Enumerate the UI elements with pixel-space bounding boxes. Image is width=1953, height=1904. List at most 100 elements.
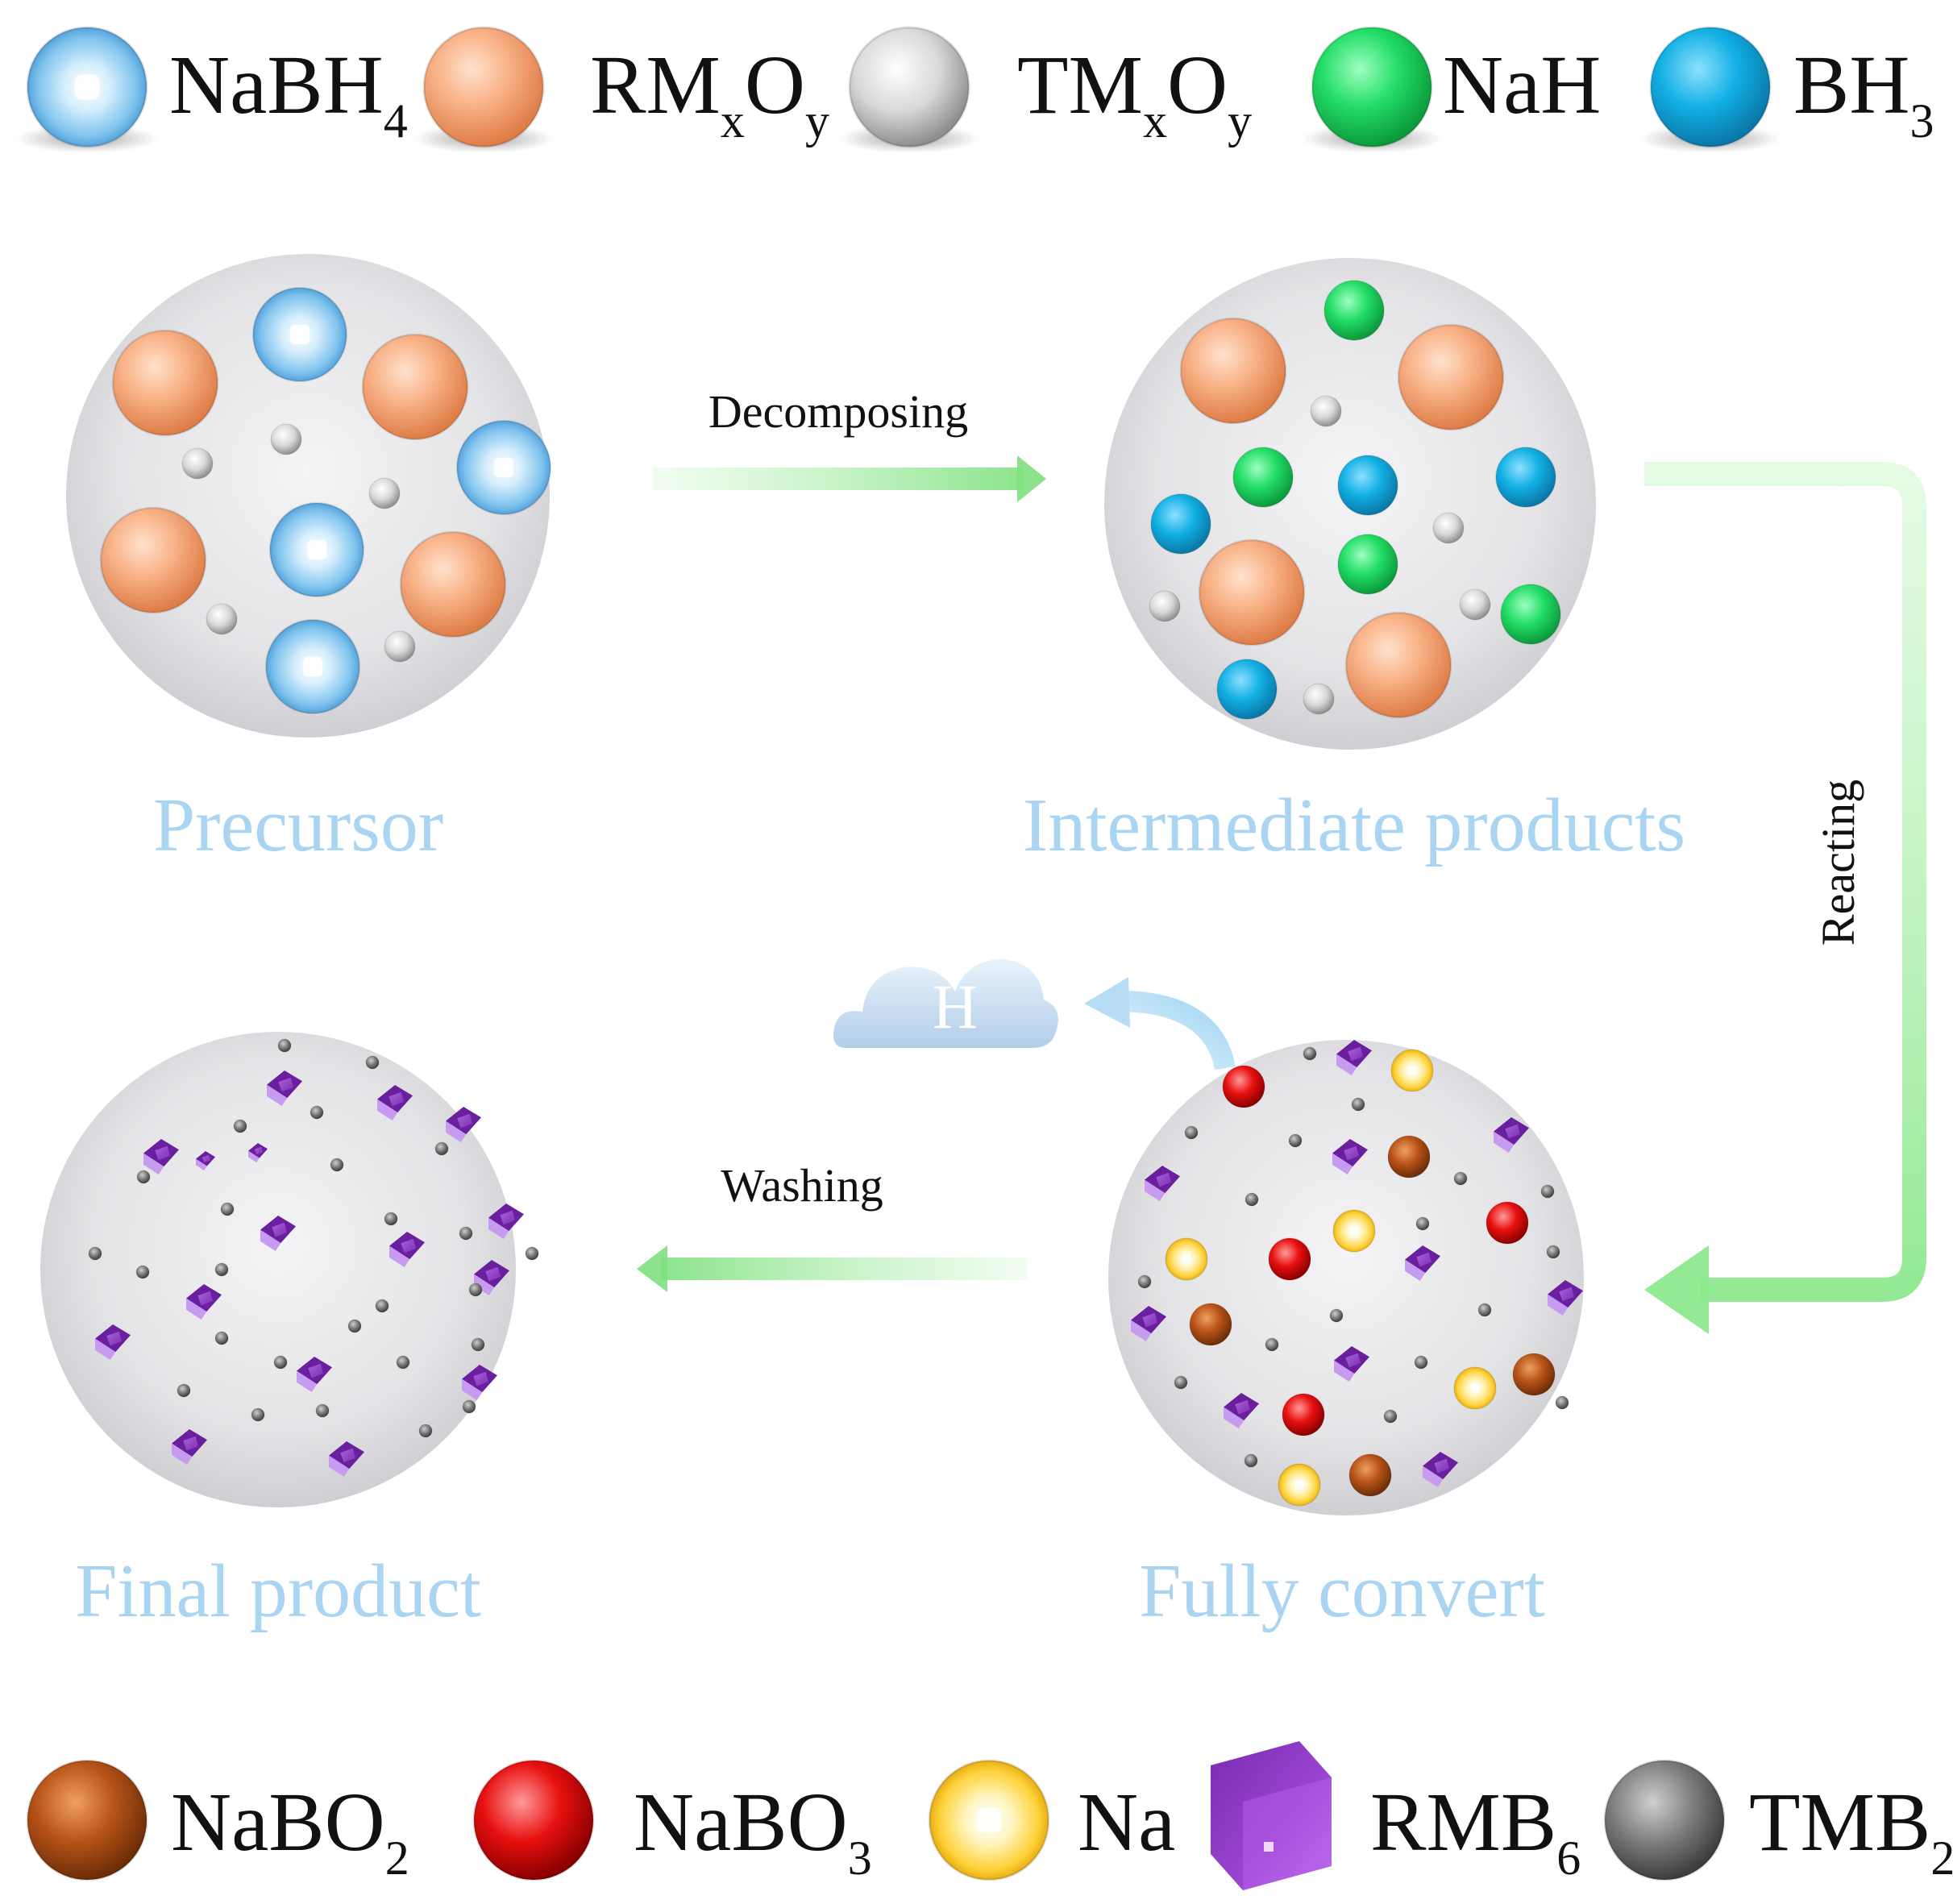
- tmb2-particle: [1546, 1245, 1560, 1259]
- fully-convert-label: Fully convert: [1139, 1549, 1545, 1633]
- fully-convert-disc: [1108, 1040, 1584, 1515]
- rmxoy-particle: [111, 329, 219, 437]
- rmb6-crystal: [446, 1107, 481, 1142]
- nah-particle: [1337, 534, 1398, 595]
- rmb6-crystal: [1494, 1117, 1529, 1153]
- rmb6-crystal: [1334, 1346, 1369, 1382]
- bh3-particle: [1337, 455, 1398, 516]
- legend-rmxoy-label: RMxOy: [590, 39, 829, 148]
- tmb2-particle: [1383, 1409, 1398, 1424]
- tmb2-particle: [365, 1055, 380, 1070]
- rmb6-crystal: [488, 1204, 524, 1239]
- rmb6-crystal: [186, 1284, 222, 1320]
- legend-tmxoy-label: TMxOy: [1017, 39, 1252, 148]
- legend-rmxoy-swatch: [422, 26, 545, 148]
- bh3-particle: [1495, 447, 1556, 508]
- nabo2-particle: [1189, 1303, 1232, 1346]
- legend-rmb6-swatch: [1211, 1741, 1332, 1890]
- tmxoy-particle: [384, 630, 416, 663]
- tmb2-particle: [251, 1407, 265, 1422]
- tmb2-particle: [1540, 1184, 1555, 1199]
- tmb2-particle: [396, 1355, 410, 1370]
- tmb2-particle: [1303, 1046, 1317, 1061]
- legend-rmb6-label: RMB6: [1370, 1776, 1581, 1885]
- rmxoy-particle: [1179, 317, 1287, 425]
- legend-nah-swatch: [1311, 26, 1433, 148]
- legend-nabo2-swatch: [26, 1759, 148, 1881]
- tmb2-particle: [1245, 1192, 1259, 1207]
- intermediate-disc: [1104, 258, 1596, 750]
- decomposing-label: Decomposing: [708, 385, 968, 438]
- rmb6-crystal: [1336, 1040, 1372, 1075]
- tmb2-particle: [1244, 1453, 1258, 1468]
- na-particle: [1390, 1049, 1434, 1092]
- hydrogen-label: H: [933, 971, 978, 1041]
- rmb6-crystal: [248, 1143, 268, 1162]
- final-product-label: Final product: [75, 1549, 481, 1633]
- rmb6-crystal: [377, 1085, 413, 1120]
- nabo3-particle: [1282, 1393, 1325, 1436]
- rmxoy-particle: [1344, 611, 1452, 719]
- na-particle: [1278, 1463, 1321, 1507]
- rmb6-crystal: [95, 1324, 131, 1360]
- rmb6-crystal: [172, 1429, 207, 1465]
- tmb2-particle: [1453, 1171, 1468, 1186]
- tmxoy-particle: [206, 603, 238, 635]
- legend-na-label: Na: [1078, 1776, 1175, 1869]
- tmb2-particle: [1174, 1375, 1188, 1390]
- tmxoy-particle: [1149, 590, 1181, 622]
- tmb2-particle: [471, 1337, 485, 1352]
- tmb2-particle: [214, 1262, 229, 1277]
- legend-nabo3-swatch: [472, 1759, 595, 1881]
- tmb2-particle: [434, 1141, 449, 1156]
- tmb2-particle: [1137, 1274, 1152, 1289]
- rmb6-crystal: [329, 1441, 364, 1477]
- tmxoy-particle: [270, 423, 302, 455]
- tmb2-particle: [1288, 1133, 1303, 1148]
- tmb2-particle: [177, 1383, 191, 1398]
- rmb6-crystal: [474, 1260, 509, 1295]
- tmb2-particle: [330, 1158, 344, 1172]
- tmb2-particle: [468, 1282, 483, 1297]
- legend-nabo3-label: NaBO3: [634, 1776, 872, 1885]
- rmxoy-particle: [361, 333, 469, 441]
- tmb2-particle: [277, 1038, 292, 1053]
- legend-tmxoy-swatch: [848, 26, 970, 148]
- tmb2-particle: [136, 1170, 151, 1184]
- tmb2-particle: [459, 1226, 473, 1241]
- tmb2-particle: [135, 1265, 150, 1279]
- tmxoy-particle: [1303, 683, 1335, 715]
- tmb2-particle: [375, 1299, 389, 1313]
- nabh4-particle: [251, 286, 348, 383]
- rmb6-crystal: [1332, 1139, 1368, 1174]
- rmb6-crystal: [1548, 1280, 1583, 1316]
- tmxoy-particle: [1432, 512, 1465, 544]
- legend-nabo2-label: NaBO2: [171, 1776, 409, 1885]
- nah-particle: [1232, 447, 1294, 508]
- tmxoy-particle: [181, 447, 214, 480]
- rmb6-crystal: [196, 1151, 215, 1170]
- na-particle: [1332, 1209, 1376, 1253]
- tmxoy-particle: [1459, 588, 1491, 621]
- rmb6-crystal: [267, 1070, 302, 1106]
- tmb2-particle: [525, 1246, 539, 1261]
- hydrogen-cloud-icon: [833, 959, 1058, 1048]
- washing-label: Washing: [721, 1159, 883, 1212]
- tmb2-particle: [1555, 1395, 1569, 1410]
- washing-arrow: [637, 1245, 1028, 1292]
- rmb6-crystal: [1131, 1306, 1166, 1341]
- final-product-disc: [40, 1032, 539, 1507]
- tmb2-particle: [462, 1399, 476, 1414]
- na-particle: [1165, 1237, 1208, 1281]
- tmb2-particle: [214, 1331, 229, 1345]
- rmb6-crystal: [1423, 1452, 1458, 1487]
- tmb2-particle: [1265, 1337, 1279, 1352]
- tmb2-particle: [233, 1119, 247, 1133]
- nah-particle: [1500, 584, 1561, 645]
- tmb2-particle: [310, 1105, 324, 1120]
- nabo3-particle: [1222, 1065, 1265, 1108]
- legend-nah-label: NaH: [1443, 39, 1601, 131]
- tmb2-particle: [315, 1403, 330, 1418]
- rmxoy-particle: [99, 506, 207, 614]
